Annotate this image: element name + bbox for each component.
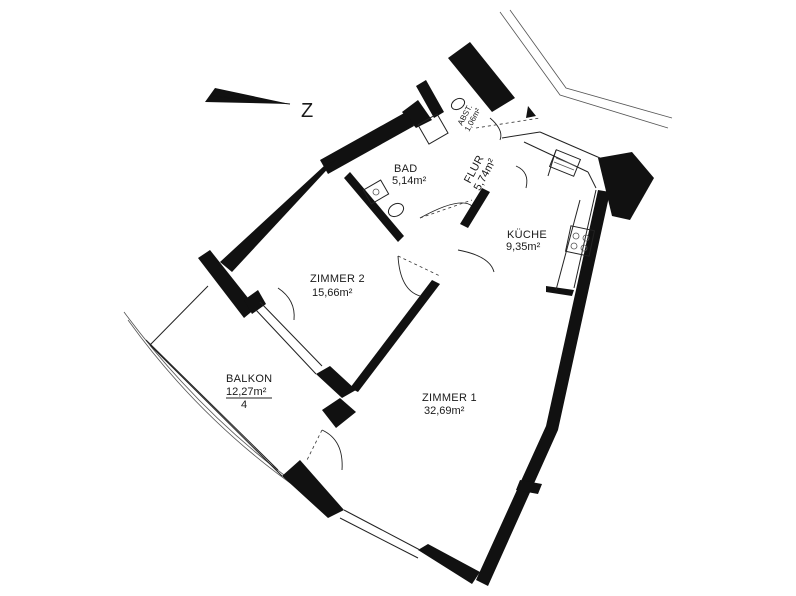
interior-lines: [145, 131, 601, 559]
doors: [277, 106, 541, 471]
room-name-kueche: KÜCHE: [507, 229, 547, 241]
room-name-balkon: BALKON: [226, 373, 272, 385]
bathroom-fixtures: [362, 97, 466, 218]
room-extra-balkon: 4: [241, 399, 247, 411]
room-area-balkon: 12,27m²: [226, 386, 267, 398]
door-swing: [277, 287, 295, 321]
walls: [198, 42, 654, 586]
door-swing: [321, 429, 343, 471]
shower-tray-icon: [362, 179, 390, 205]
room-area-kueche: 9,35m²: [506, 241, 541, 253]
north-arrow-label: Z: [301, 100, 313, 122]
room-name-zimmer1: ZIMMER 1: [422, 392, 477, 404]
door-swing: [457, 249, 495, 273]
room-name-bad: BAD: [394, 163, 418, 175]
room-area-zimmer1: 32,69m²: [424, 405, 465, 417]
door-swing: [489, 117, 502, 141]
room-area-zimmer2: 15,66m²: [312, 287, 353, 299]
toilet-icon: [387, 202, 405, 218]
room-area-bad: 5,14m²: [392, 175, 427, 187]
washing-machine-icon: [417, 113, 449, 145]
door-swing: [397, 255, 421, 297]
room-labels: BAD 5,14m² ABST. 1,06m² FLUR 5,74m² KÜCH…: [226, 103, 547, 417]
kitchen-fixtures: [548, 149, 596, 257]
room-name-zimmer2: ZIMMER 2: [310, 273, 365, 285]
sink-icon: [548, 149, 582, 177]
door-swing: [515, 165, 528, 189]
north-arrow: Z: [205, 88, 313, 122]
stove-icon: [564, 225, 596, 257]
door-swing: [419, 202, 473, 219]
